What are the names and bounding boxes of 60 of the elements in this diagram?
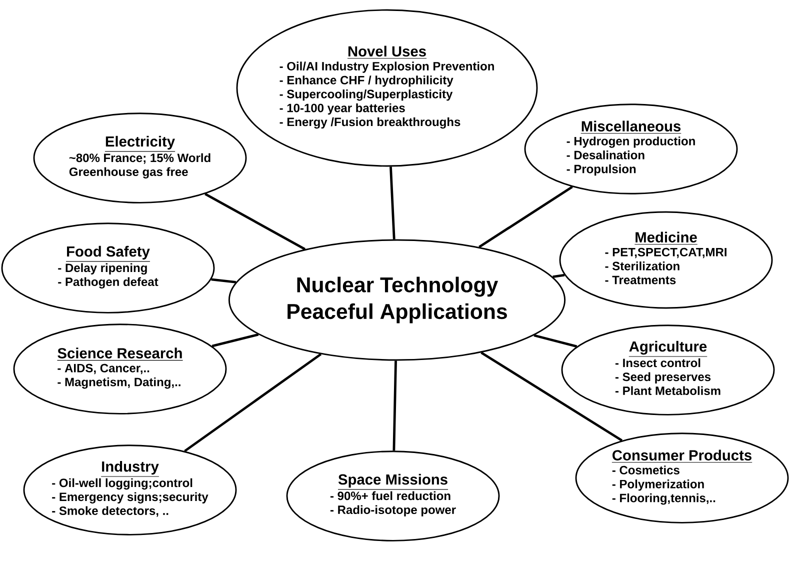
connector-line: [212, 333, 259, 348]
topic-ellipse: [1, 222, 215, 314]
bullet-item: - PET,SPECT,CAT,MRI: [605, 248, 726, 258]
title-text: Nuclear Technology Peaceful Applications: [288, 276, 507, 324]
heading: Medicine: [634, 232, 698, 245]
heading: Consumer Products: [612, 450, 752, 463]
bullet-item: - Radio-isotope power: [330, 505, 456, 516]
topic-ellipse: [13, 324, 227, 414]
bullet-item: - Desalination: [566, 150, 644, 160]
bullet-item: - Flooring,tennis,..: [612, 493, 716, 505]
topic-ellipse: [524, 104, 738, 194]
connector-line: [211, 278, 236, 284]
bullet-item: - Hydrogen production: [566, 136, 695, 148]
bullet-item: ~80% France; 15% World: [69, 153, 210, 164]
bullet-item: - Oil/AI Industry Explosion Prevention: [280, 62, 494, 73]
connector-line: [552, 274, 565, 278]
bullet-item: - Polymerization: [612, 480, 704, 491]
bullet-item: - Sterilization: [605, 262, 680, 270]
heading: Novel Uses: [347, 46, 427, 59]
bullet-item: - Seed preserves: [615, 372, 711, 384]
bullet-item: - Energy /Fusion breakthroughs: [280, 117, 460, 129]
connector-line: [392, 360, 397, 451]
connector-line: [480, 352, 623, 442]
bullet-item: - Emergency signs;security: [52, 492, 208, 504]
bullet-item: - Pathogen defeat: [58, 277, 158, 288]
topic-ellipse: [236, 9, 538, 167]
heading: Agriculture: [628, 340, 708, 357]
hub-ellipse: [228, 239, 566, 361]
connector-line: [534, 334, 578, 348]
heading: Food Safety: [66, 246, 150, 262]
bullet-item: - Supercooling/Superplasticity: [280, 90, 453, 101]
bullet-item: - AIDS, Cancer,..: [58, 364, 150, 374]
bullet-item: - Plant Metabolism: [615, 386, 720, 396]
bullet-item: - Cosmetics: [612, 466, 680, 474]
heading: Space Missions: [338, 474, 448, 490]
bullet-item: - Delay ripening: [58, 263, 147, 275]
bullet-item: - Oil-well logging;control: [52, 478, 192, 490]
bullet-item: - Enhance CHF / hydrophilicity: [280, 76, 454, 87]
bullet-item: - Insect control: [615, 358, 700, 368]
topic-ellipse: [561, 324, 775, 416]
bullet-item: - Propulsion: [566, 164, 636, 176]
heading: Science Research: [56, 348, 184, 361]
topic-ellipse: [286, 450, 500, 542]
bullet-item: - Treatments: [605, 276, 676, 284]
heading: Industry: [100, 460, 160, 477]
connector-line: [478, 186, 573, 248]
connector-line: [390, 166, 396, 240]
topic-ellipse: [23, 444, 237, 536]
connector-line: [184, 353, 322, 452]
connector-line: [204, 192, 306, 250]
heading: Electricity: [104, 136, 176, 152]
bullet-item: - Smoke detectors, ..: [52, 506, 168, 517]
topic-ellipse: [575, 432, 789, 524]
topic-ellipse: [559, 211, 773, 309]
bullet-item: - Magnetism, Dating,..: [58, 377, 180, 389]
topic-ellipse: [33, 112, 247, 204]
bullet-item: Greenhouse gas free: [69, 167, 188, 178]
bullet-item: - 10-100 year batteries: [280, 103, 405, 115]
bullet-item: - 90%+ fuel reduction: [330, 491, 450, 500]
heading: Miscellaneous: [580, 120, 682, 134]
